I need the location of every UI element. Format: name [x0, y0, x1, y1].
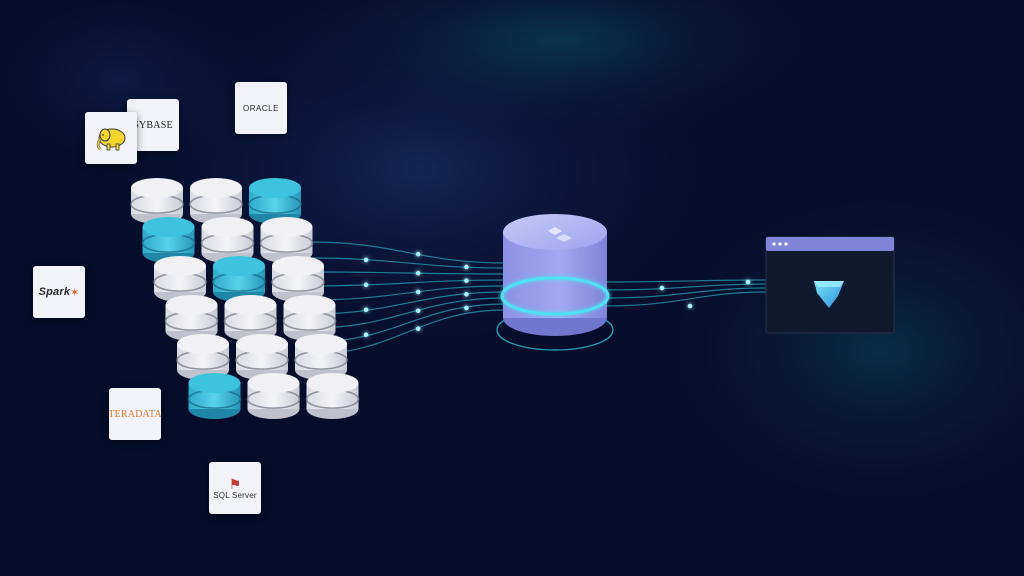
background-glow [260, 0, 860, 150]
teradata-logo: TERADATA [109, 408, 161, 420]
data-particle [363, 332, 369, 338]
target-app-window [765, 236, 895, 334]
gem-icon [814, 281, 844, 308]
data-particle [415, 326, 421, 332]
sql-server-flag-icon: ⚑ [228, 475, 242, 492]
data-particle [464, 291, 469, 297]
source-database-icon [189, 178, 243, 224]
source-database-icon [305, 373, 360, 419]
source-database-icon [164, 295, 219, 341]
connection-line [311, 241, 506, 264]
source-database-icon [141, 217, 196, 263]
connection-line [311, 257, 506, 269]
data-particle [363, 257, 369, 263]
oracle-logo-tile: ORACLE [235, 82, 287, 134]
connection-line [311, 285, 506, 301]
data-particle [745, 279, 751, 285]
data-particle [363, 307, 369, 313]
spark-logo-tile: Spark✶ [33, 266, 85, 318]
data-particle [415, 251, 421, 257]
source-database-icon [176, 334, 230, 380]
source-database-icon [259, 217, 314, 263]
hadoop-logo-tile [85, 112, 137, 164]
connection-line [604, 283, 767, 291]
sql-server-logo: SQL Server [213, 490, 257, 500]
sql-server-logo-tile: ⚑ SQL Server [209, 462, 261, 514]
connection-line [311, 297, 506, 329]
source-database-icon [130, 178, 184, 224]
data-particle [363, 282, 369, 288]
source-database-stack [130, 178, 360, 419]
hub-band [500, 276, 610, 316]
source-database-icon [212, 256, 266, 302]
source-database-icon [200, 217, 255, 263]
connection-line [311, 279, 506, 287]
source-database-icon [246, 373, 301, 419]
spark-logo: Spark [38, 286, 71, 298]
source-database-icon [248, 178, 302, 224]
data-particle [659, 285, 665, 291]
window-dot-icon [772, 242, 776, 246]
window-dot-icon [778, 242, 782, 246]
connection-line [604, 291, 767, 307]
central-database-hub [496, 214, 614, 351]
background-glow [620, 160, 1024, 540]
source-database-icon [271, 256, 325, 302]
source-database-icon [187, 373, 242, 419]
window-titlebar [766, 237, 894, 251]
background-glow [0, 0, 280, 190]
teradata-logo-tile: TERADATA [109, 388, 161, 440]
connection-line [604, 279, 767, 283]
source-database-icon [153, 256, 207, 302]
data-particle [415, 270, 421, 276]
source-database-icon [294, 334, 348, 380]
connection-line [311, 291, 506, 315]
oracle-logo: ORACLE [243, 103, 279, 113]
spark-star-icon: ✶ [70, 286, 80, 299]
data-particle [687, 303, 693, 309]
data-particle [415, 289, 421, 295]
window-dot-icon [784, 242, 788, 246]
data-particle [464, 278, 469, 283]
source-database-icon [235, 334, 289, 380]
data-particle [464, 264, 469, 270]
connection-line [311, 271, 506, 275]
source-database-icon [282, 295, 337, 341]
connection-line [604, 287, 767, 299]
source-database-icon [223, 295, 278, 341]
data-particle [415, 308, 421, 314]
hub-logo-icon [548, 227, 572, 242]
elephant-icon [96, 128, 126, 151]
data-particle [464, 305, 469, 311]
sybase-logo: SYBASE [133, 119, 173, 131]
